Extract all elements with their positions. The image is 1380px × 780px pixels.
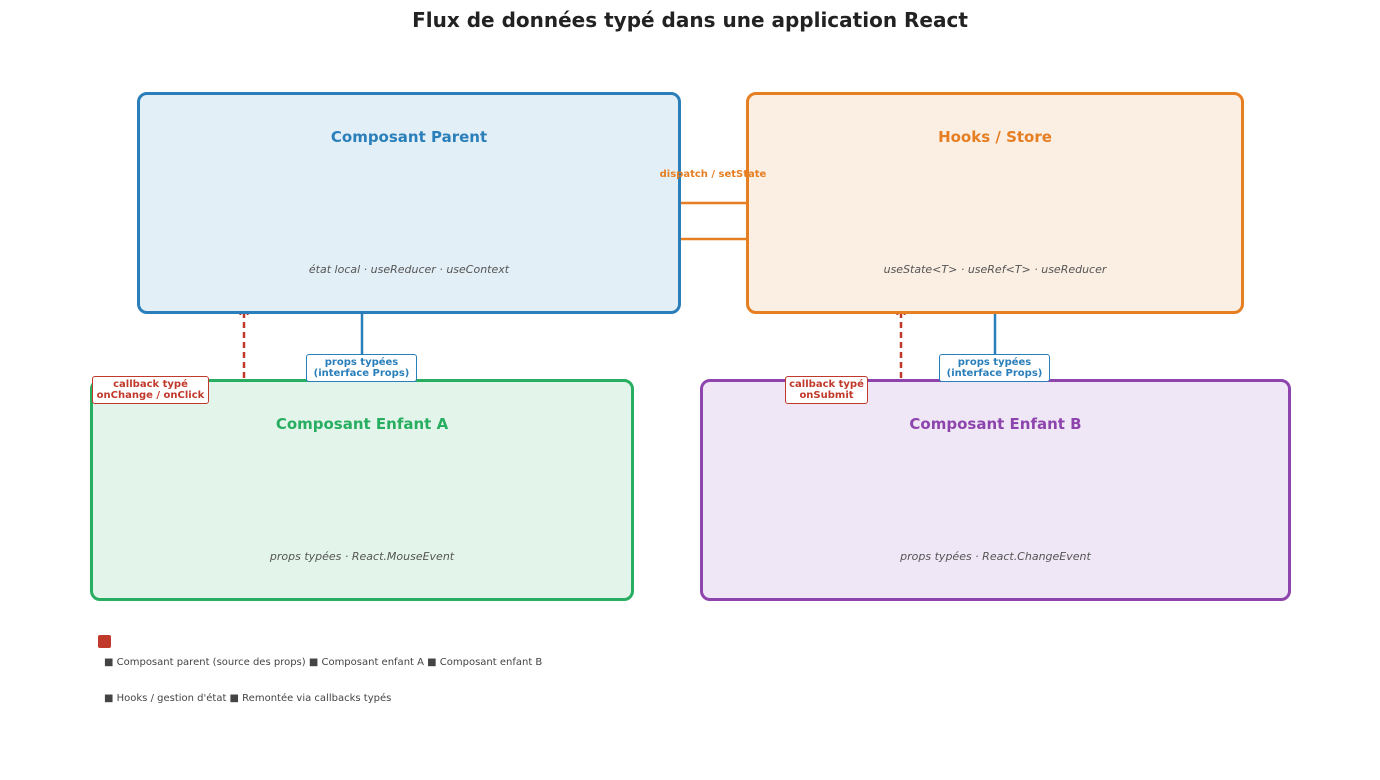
- child-b-title: Composant Enfant B: [909, 415, 1082, 433]
- legend-line-1: ■ Composant parent (source des props) ■ …: [104, 657, 543, 668]
- callback-b-tag-line2: onSubmit: [799, 390, 854, 401]
- parent-component-title: Composant Parent: [330, 128, 488, 146]
- props-b-tag-line2: (interface Props): [946, 368, 1043, 379]
- hooks-store-subtitle: useState<T> · useRef<T> · useReducer: [883, 263, 1107, 276]
- props-b-tag-line1: props typées: [957, 357, 1032, 368]
- legend-line-2: ■ Hooks / gestion d'état ■ Remontée via …: [104, 693, 392, 704]
- props-b-tag: props typées (interface Props): [939, 354, 1050, 382]
- hooks-store-box: Hooks / Store useState<T> · useRef<T> · …: [746, 92, 1244, 314]
- props-a-tag-line1: props typées: [324, 357, 399, 368]
- child-a-subtitle: props typées · React.MouseEvent: [269, 550, 455, 563]
- child-a-box: Composant Enfant A props typées · React.…: [90, 379, 634, 601]
- props-a-tag: props typées (interface Props): [306, 354, 417, 382]
- child-b-box: Composant Enfant B props typées · React.…: [700, 379, 1291, 601]
- child-a-title: Composant Enfant A: [275, 415, 449, 433]
- callback-b-tag: callback typé onSubmit: [785, 376, 868, 404]
- props-a-tag-line2: (interface Props): [313, 368, 410, 379]
- callback-a-tag-line2: onChange / onClick: [96, 390, 205, 401]
- callback-b-tag-line1: callback typé: [789, 379, 864, 390]
- callback-a-tag-line1: callback typé: [113, 379, 188, 390]
- parent-component-subtitle: état local · useReducer · useContext: [308, 263, 510, 276]
- callback-a-tag: callback typé onChange / onClick: [92, 376, 209, 404]
- diagram-title: Flux de données typé dans une applicatio…: [412, 8, 968, 32]
- dispatch-label: dispatch / setState: [659, 169, 767, 180]
- parent-component-box: Composant Parent état local · useReducer…: [137, 92, 681, 314]
- legend-swatch: [98, 635, 111, 648]
- child-b-subtitle: props typées · React.ChangeEvent: [900, 550, 1091, 563]
- hooks-store-title: Hooks / Store: [938, 128, 1052, 146]
